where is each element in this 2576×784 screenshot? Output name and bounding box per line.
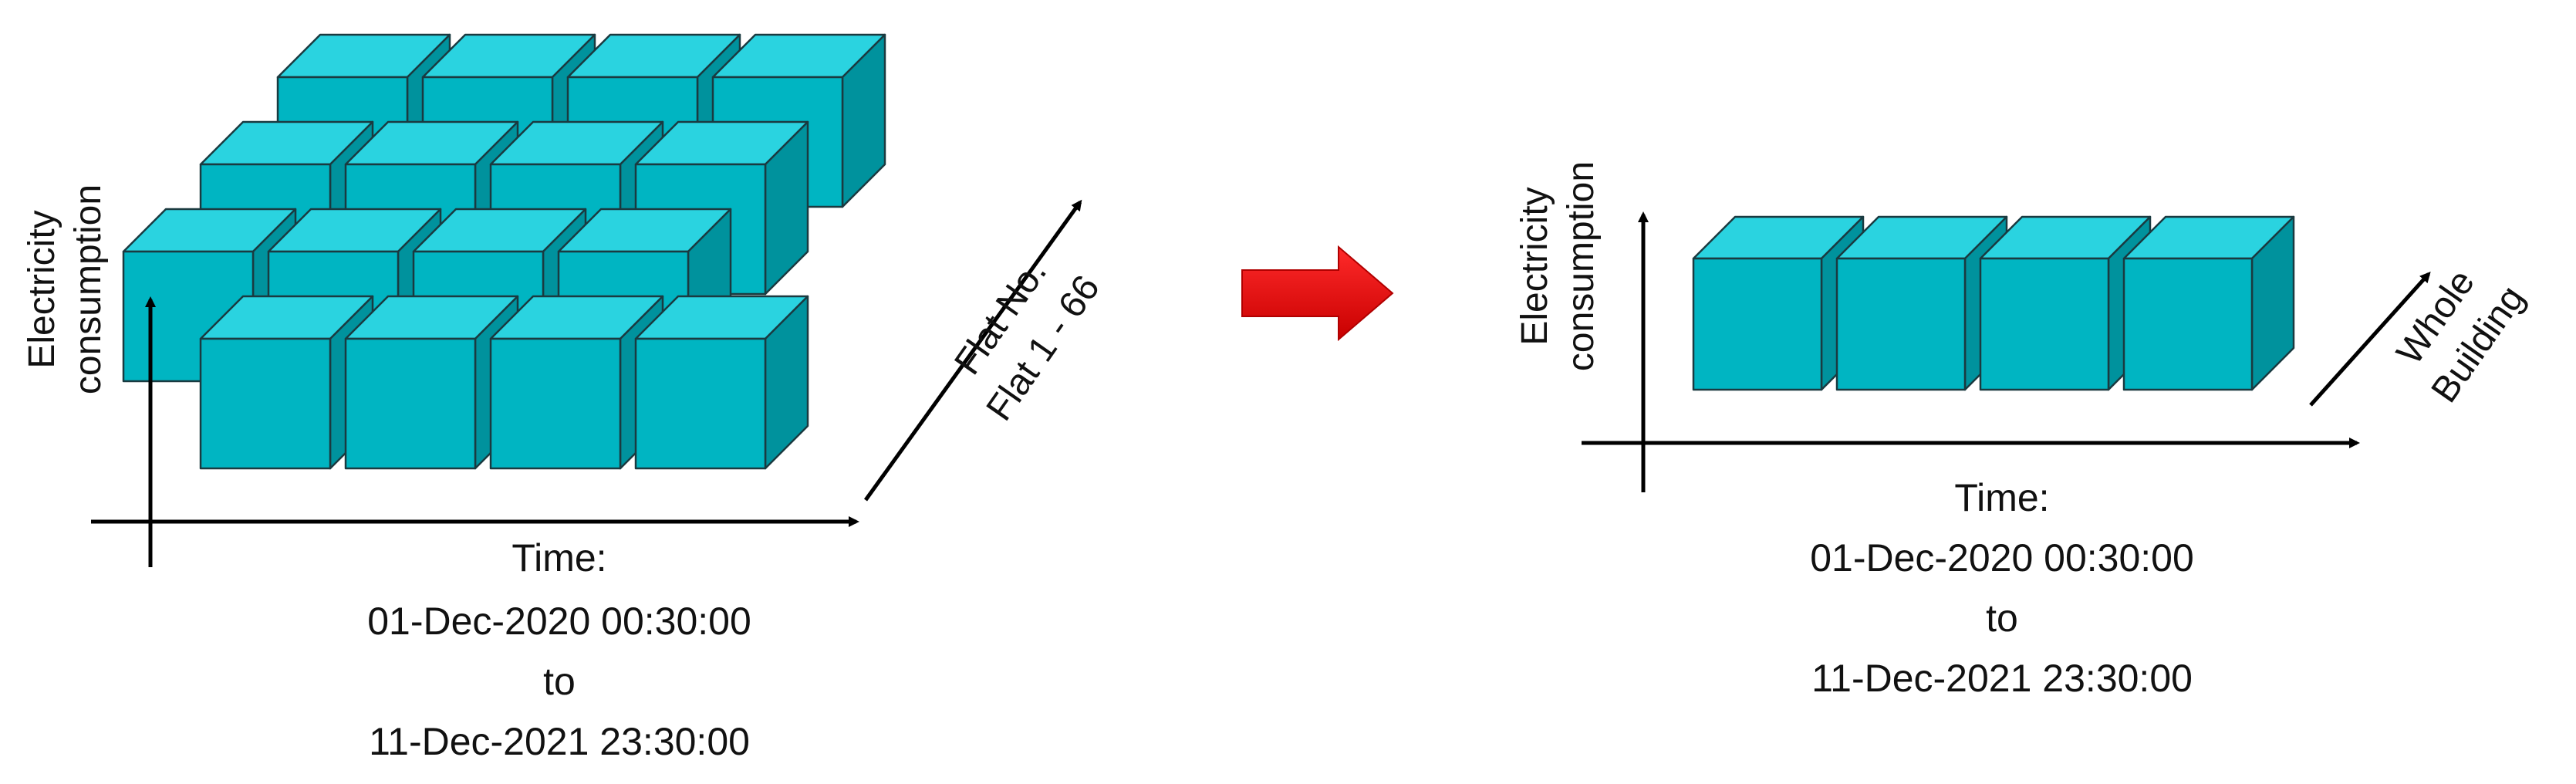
- left-depth-axis: [863, 199, 1082, 502]
- right-panel: Electricity consumption Whole Building T…: [1514, 161, 2533, 700]
- right-arrow-icon: [1241, 245, 1394, 342]
- cube-front-face: [199, 337, 332, 470]
- cube-front-face: [344, 337, 477, 470]
- left-time-end: 11-Dec-2021 23:30:00: [369, 720, 750, 763]
- cube-front-face: [1979, 257, 2110, 391]
- right-time-start: 01-Dec-2020 00:30:00: [1810, 536, 2194, 580]
- left-time-start: 01-Dec-2020 00:30:00: [367, 600, 751, 643]
- left-panel: Electricity consumption Flat No. Flat 1 …: [22, 33, 1108, 763]
- right-depth-axis: [2309, 272, 2431, 407]
- right-cube-row: [1692, 215, 2295, 391]
- cube-front-face: [1692, 257, 1823, 391]
- left-cube-grid: [122, 33, 886, 470]
- left-time-to: to: [543, 660, 576, 703]
- right-time-title: Time:: [1954, 476, 2049, 519]
- right-time-end: 11-Dec-2021 23:30:00: [1811, 657, 2193, 700]
- right-y-label-line1: Electricity: [1514, 187, 1555, 345]
- cube-front-face: [634, 337, 767, 470]
- left-time-title: Time:: [511, 536, 606, 580]
- cube-left-r3-c2: [489, 295, 664, 470]
- right-time-to: to: [1986, 596, 2018, 640]
- cube-front-face: [2122, 257, 2254, 391]
- cube-left-r1-c3: [634, 120, 809, 296]
- cube-right-c3: [2122, 215, 2295, 391]
- cube-front-face: [489, 337, 622, 470]
- right-y-label-line2: consumption: [1561, 161, 1602, 371]
- left-y-label-line1: Electricity: [22, 210, 62, 368]
- cube-left-r3-c3: [634, 295, 809, 470]
- cube-front-face: [1835, 257, 1967, 391]
- left-y-label-line2: consumption: [68, 184, 109, 394]
